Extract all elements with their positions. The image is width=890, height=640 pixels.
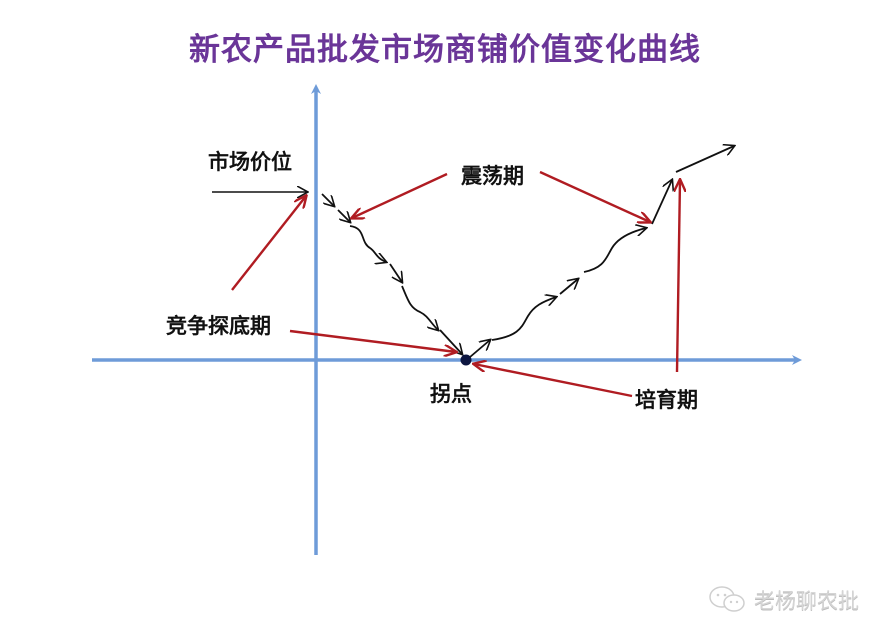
chart-title: 新农产品批发市场商铺价值变化曲线 — [189, 32, 701, 68]
label-oscillation-period: 震荡期 — [461, 164, 524, 188]
label-turning-point: 拐点 — [430, 382, 472, 406]
arrow-bottom-to-start — [231, 196, 306, 291]
arrow-oscillation-right — [539, 170, 650, 222]
turning-point-dot — [460, 354, 472, 366]
label-market-price: 市场价位 — [208, 150, 292, 174]
label-competition-bottom-period: 竞争探底期 — [166, 314, 271, 338]
arrow-cultivation-up — [677, 180, 680, 373]
arrow-bottom-to-turning — [289, 329, 456, 352]
annotation-arrows — [231, 170, 680, 398]
label-cultivation-period: 培育期 — [635, 388, 698, 412]
axes — [92, 84, 802, 555]
wechat-icon — [709, 586, 745, 612]
ascending-curve — [469, 146, 734, 358]
watermark: 老杨聊农批 — [708, 585, 859, 615]
arrow-oscillation-left — [352, 172, 448, 218]
watermark-text: 老杨聊农批 — [754, 589, 859, 613]
arrow-cultivation-to-turning — [474, 364, 633, 398]
descending-curve — [321, 193, 462, 354]
